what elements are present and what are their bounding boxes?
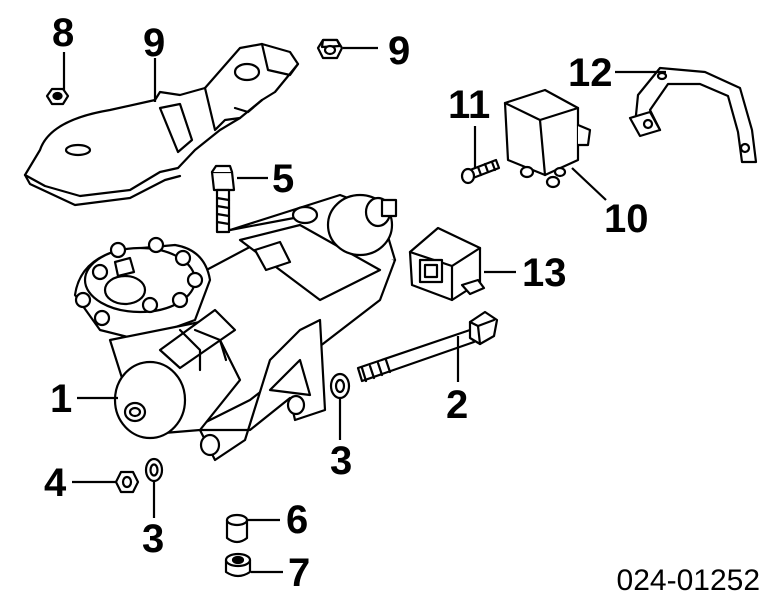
callout-9-left: 8 bbox=[52, 11, 74, 55]
callout-5: 5 bbox=[272, 157, 294, 201]
part-12-bracket bbox=[628, 66, 758, 164]
callout-lines bbox=[62, 46, 666, 574]
callout-2: 2 bbox=[446, 383, 468, 427]
callout-line-10 bbox=[571, 167, 607, 201]
callout-8: 9 bbox=[143, 21, 165, 65]
part-1-steering-gear bbox=[73, 193, 398, 462]
callout-1: 1 bbox=[50, 377, 72, 421]
callout-7: 7 bbox=[288, 551, 310, 595]
callout-4: 4 bbox=[44, 461, 67, 505]
callout-13: 13 bbox=[522, 251, 567, 295]
callout-12: 12 bbox=[568, 51, 613, 95]
callout-9-right: 9 bbox=[388, 29, 410, 73]
part-10-relay-module bbox=[503, 88, 592, 189]
part-6-bushing bbox=[225, 513, 249, 544]
part-11-small-bolt bbox=[460, 158, 501, 185]
part-5-bolt bbox=[210, 164, 236, 234]
callout-11: 11 bbox=[448, 83, 490, 127]
callout-3-upper: 3 bbox=[330, 439, 352, 483]
part-3-washer-upper bbox=[329, 372, 351, 400]
part-2-long-bolt bbox=[356, 310, 499, 383]
part-7-grommet bbox=[224, 552, 252, 578]
callout-3-lower: 3 bbox=[142, 517, 164, 561]
callout-10: 10 bbox=[604, 197, 649, 241]
part-8-skid-plate bbox=[23, 42, 300, 207]
part-3-washer-lower bbox=[144, 457, 164, 483]
part-4-nut bbox=[114, 470, 140, 494]
part-9-nut-left bbox=[45, 87, 70, 106]
callout-6: 6 bbox=[286, 498, 308, 542]
reference-code: 024-01252 bbox=[617, 564, 760, 597]
part-9-nut-right bbox=[316, 38, 344, 60]
part-13-connector bbox=[408, 226, 486, 302]
callout-numbers: 8 9 9 5 1 2 3 3 4 6 7 11 10 12 13 bbox=[44, 11, 649, 595]
